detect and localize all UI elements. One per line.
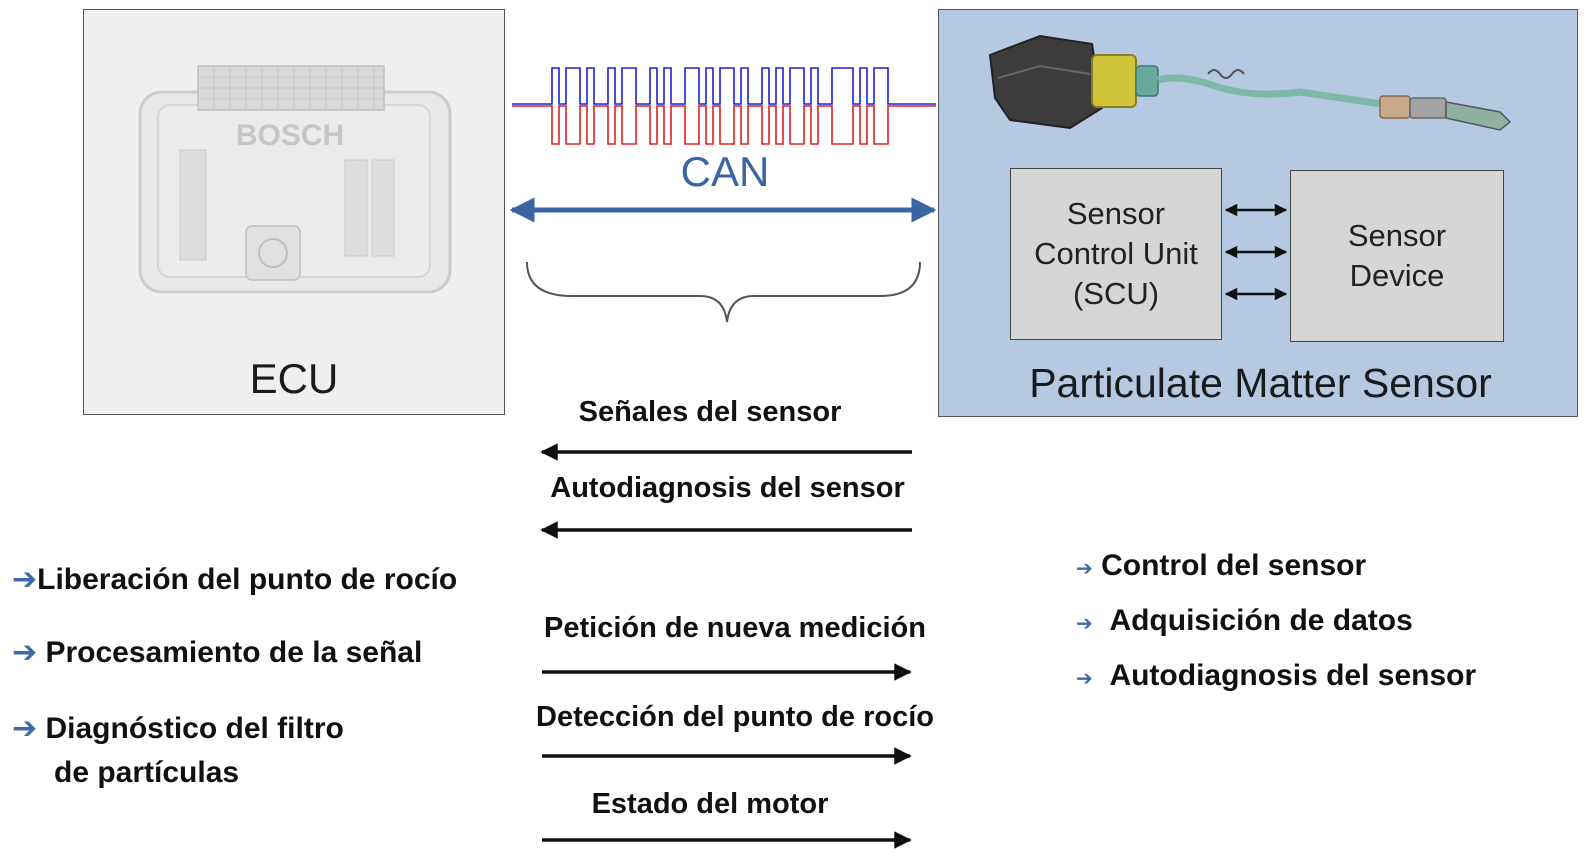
msg-senales-sensor: Señales del sensor <box>578 396 842 428</box>
ecu-function-1-text: Liberación del punto de rocío <box>37 563 458 596</box>
sensor-function-3-text: Autodiagnosis del sensor <box>1109 659 1477 692</box>
can-high-trace <box>512 67 936 105</box>
sensor-function-3: ➔ Autodiagnosis del sensor <box>1076 659 1476 693</box>
arrow-bullet-icon: ➔ <box>1076 558 1093 580</box>
sensor-function-2-text: Adquisición de datos <box>1109 604 1413 637</box>
can-signal-waveform <box>512 67 936 145</box>
can-label: CAN <box>680 148 770 195</box>
ecu-function-2-text: Procesamiento de la señal <box>45 636 423 669</box>
scu-line-3: (SCU) <box>1072 276 1160 312</box>
arrow-bullet-icon: ➔ <box>1076 668 1093 690</box>
sensor-function-2: ➔ Adquisición de datos <box>1076 604 1413 638</box>
ecu-function-3: ➔ Diagnóstico del filtro <box>12 711 344 746</box>
brace <box>526 261 921 323</box>
arrow-bullet-icon: ➔ <box>12 636 38 669</box>
ecu-function-2: ➔ Procesamiento de la señal <box>12 635 422 670</box>
msg-estado-motor: Estado del motor <box>591 788 829 820</box>
msg-peticion-medicion: Petición de nueva medición <box>544 612 926 644</box>
ecu-label: ECU <box>249 355 339 402</box>
ecu-function-3-text: Diagnóstico del filtro <box>45 712 344 745</box>
bosch-logo: BOSCH <box>236 119 344 152</box>
sensor-function-1: ➔ Control del sensor <box>1076 549 1366 583</box>
arrow-bullet-icon: ➔ <box>12 712 38 745</box>
device-line-2: Device <box>1349 258 1445 293</box>
ecu-function-3-cont: de partículas <box>54 756 240 789</box>
pm-sensor-illustration <box>988 34 1512 131</box>
scu-device-arrows <box>1224 203 1288 301</box>
arrow-bullet-icon: ➔ <box>12 563 38 596</box>
msg-autodiagnosis: Autodiagnosis del sensor <box>550 472 905 504</box>
msg-deteccion-rocio: Detección del punto de rocío <box>536 701 934 733</box>
ecu-illustration <box>138 65 452 294</box>
sensor-function-1-text: Control del sensor <box>1101 549 1367 582</box>
scu-line-1: Sensor <box>1066 195 1166 231</box>
ecu-function-1: ➔Liberación del punto de rocío <box>12 562 457 597</box>
can-low-trace <box>512 105 936 145</box>
sensor-device-box: Sensor Device <box>1290 170 1504 342</box>
scu-box: Sensor Control Unit (SCU) <box>1010 168 1222 340</box>
scu-line-2: Control Unit <box>1034 235 1198 271</box>
pm-sensor-label: Particulate Matter Sensor <box>1029 360 1492 406</box>
arrow-bullet-icon: ➔ <box>1076 613 1093 635</box>
device-line-1: Sensor <box>1347 217 1447 253</box>
